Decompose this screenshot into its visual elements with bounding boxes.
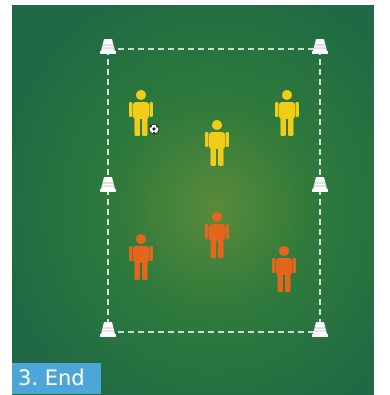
training-field xyxy=(12,5,374,395)
step-caption: 3. End xyxy=(12,363,101,394)
field-canvas xyxy=(12,5,374,395)
soccer-ball-icon xyxy=(149,124,159,134)
